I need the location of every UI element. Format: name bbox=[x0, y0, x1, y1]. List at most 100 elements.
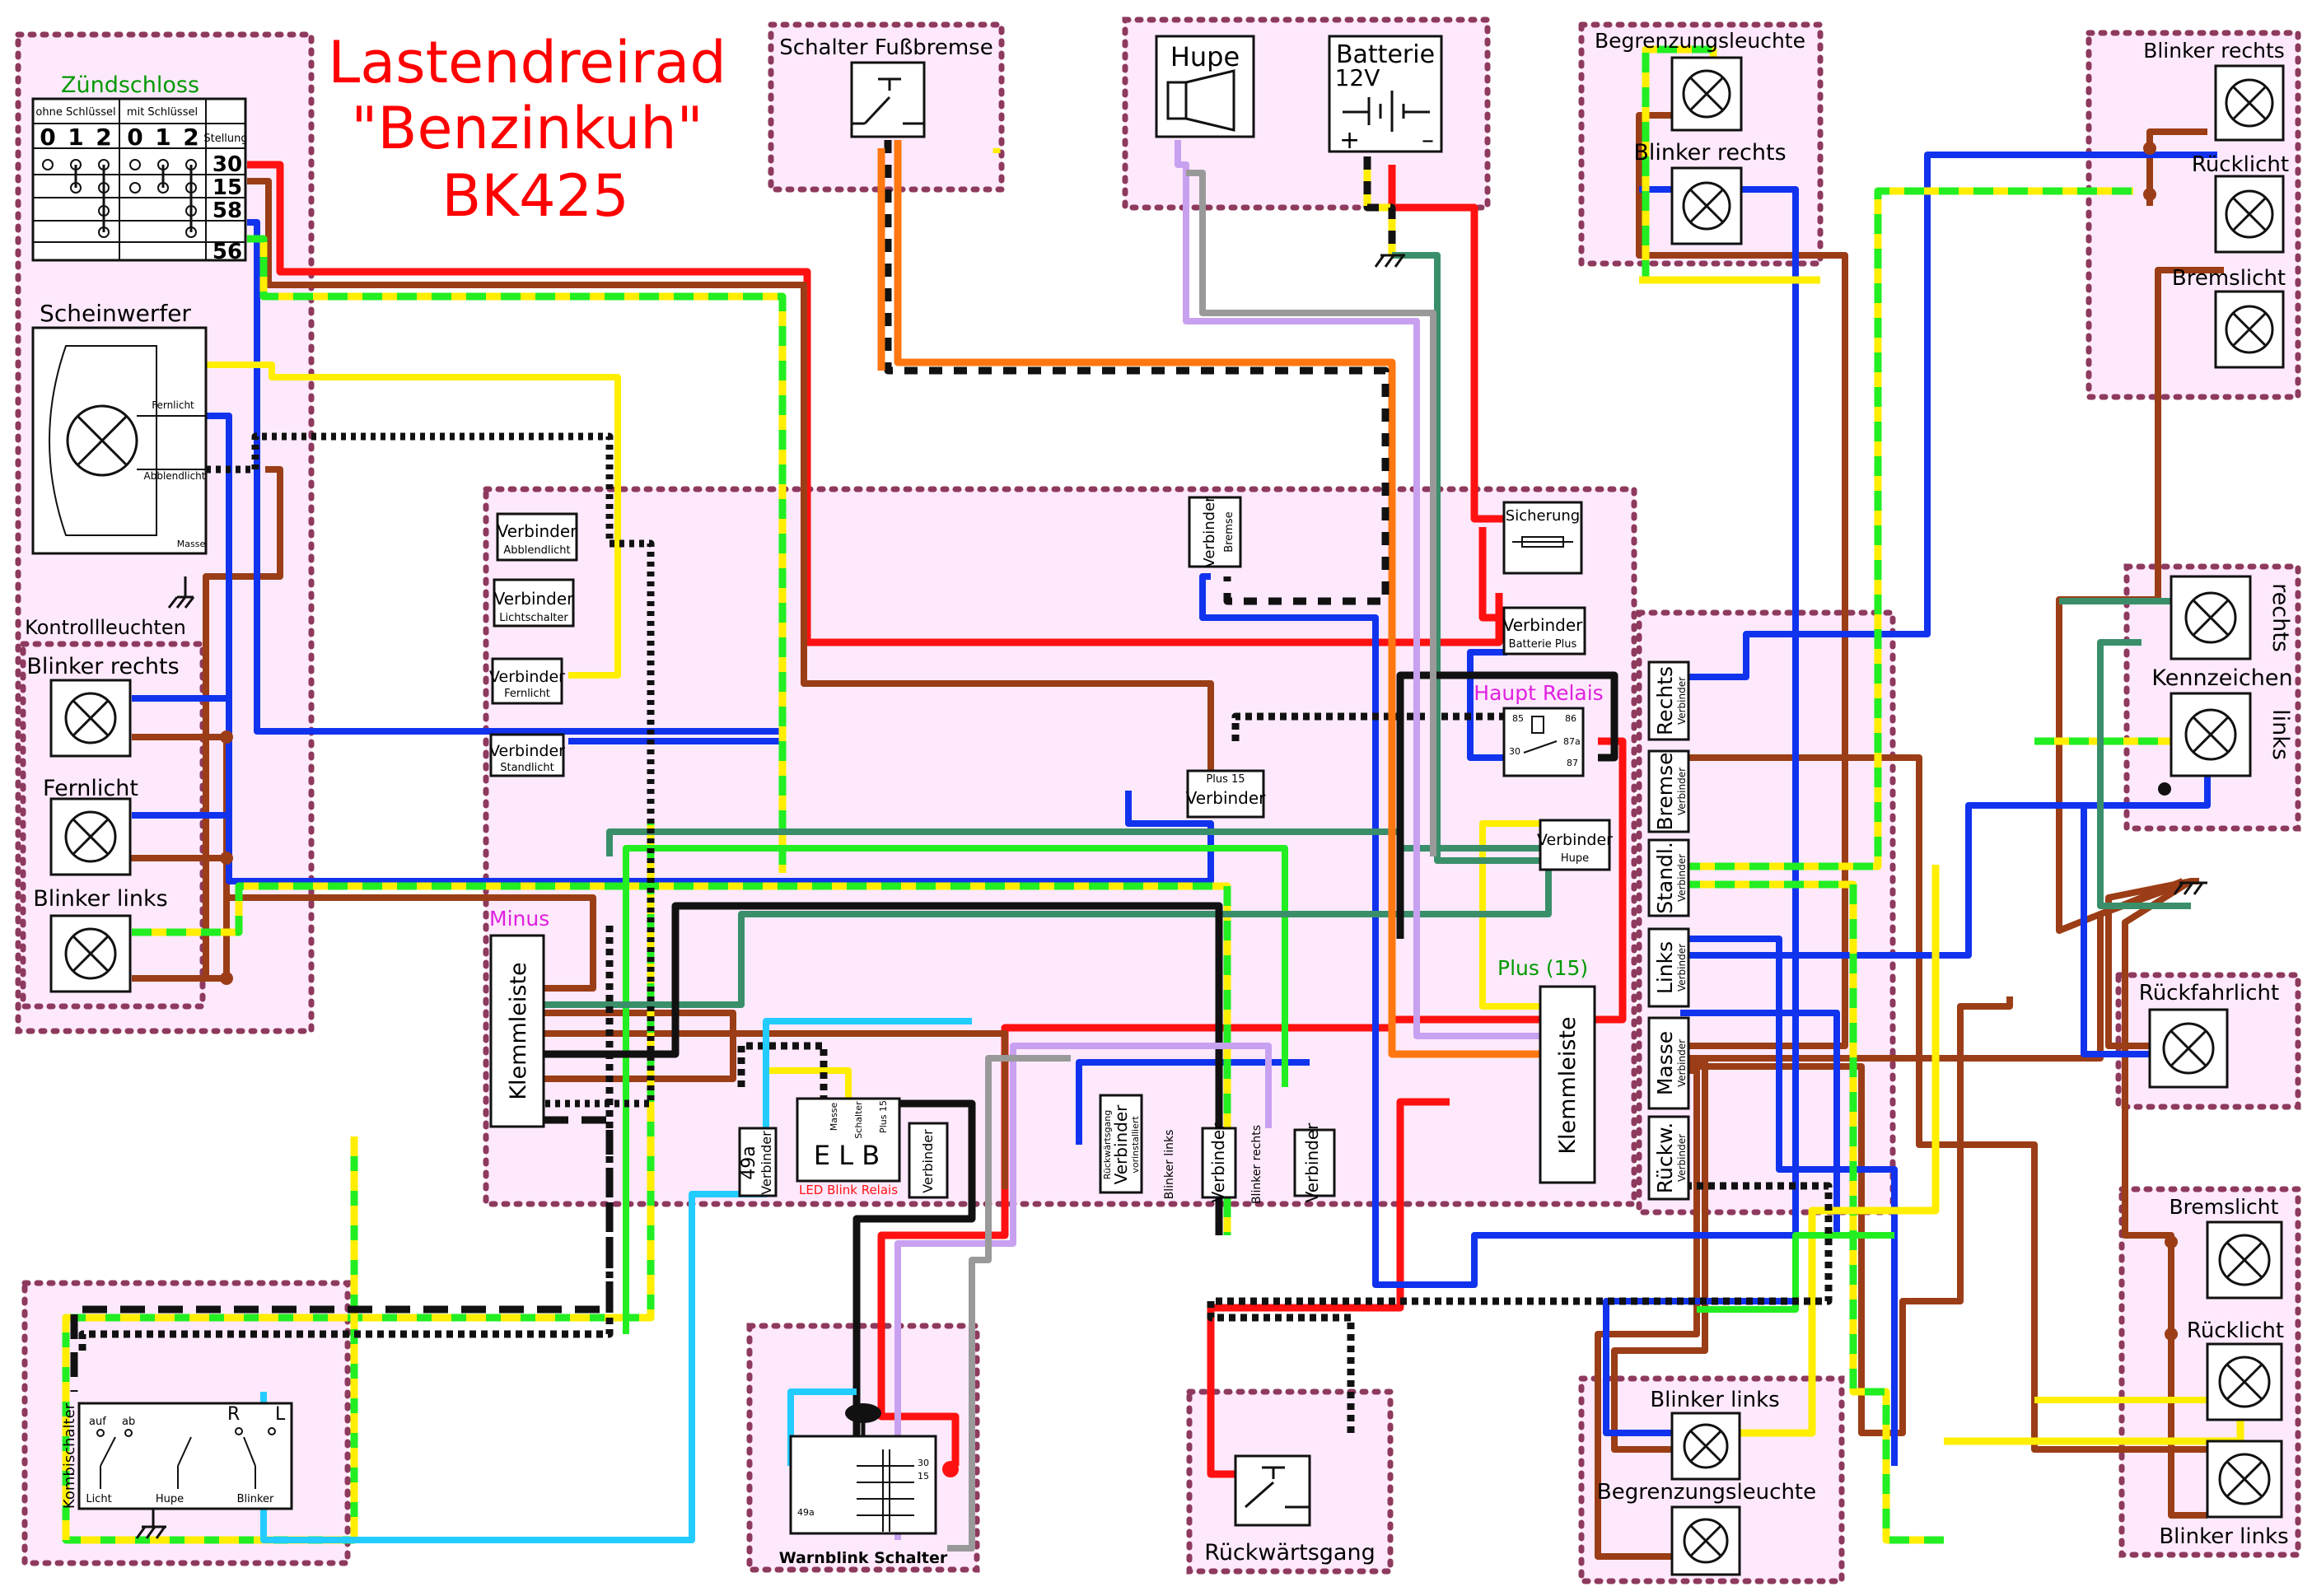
wire-black-hauptrelais bbox=[1396, 671, 1618, 939]
front-left-lamps: Blinker links Begrenzungsleuchte bbox=[1597, 1388, 1816, 1576]
verbinder-rueckwaerts-label: Rückwärtsgang bbox=[1102, 1110, 1113, 1180]
front-left-top-label: Blinker links bbox=[1650, 1388, 1779, 1412]
klemmleiste-left bbox=[489, 934, 545, 1128]
wire-black-brake bbox=[884, 140, 1390, 605]
elb-label: E L B bbox=[814, 1140, 880, 1171]
plus15-label: Plus (15) bbox=[1497, 956, 1588, 980]
hazard-t49a: 49a bbox=[797, 1507, 815, 1518]
wire-grey-horn bbox=[1186, 170, 1436, 856]
ignition-pos-4: 1 bbox=[155, 124, 170, 151]
kontroll-lamp-label-2: Blinker links bbox=[33, 886, 167, 912]
verbinder-plus15-label: Verbinder bbox=[1186, 788, 1267, 808]
headlight-title: Scheinwerfer bbox=[40, 300, 191, 327]
verbinder-fernlicht bbox=[491, 657, 563, 705]
rear-left-b-label: Rücklicht bbox=[2187, 1318, 2284, 1343]
kombi-auf: auf bbox=[89, 1416, 106, 1428]
verbinder-abblend bbox=[496, 512, 578, 562]
ignition-lock: Zündschloss ohne Schlüssel mit Schlüssel… bbox=[31, 72, 248, 264]
haupt-relais-label: Haupt Relais bbox=[1474, 681, 1603, 705]
verbinder-lichtschalter-label: Verbinder bbox=[494, 589, 575, 609]
ignition-pos-2: 2 bbox=[96, 124, 111, 151]
wire-brown-rr2 bbox=[2146, 128, 2207, 206]
ignition-pos-1: 1 bbox=[68, 124, 83, 151]
verbinder-bremse-sub: Bremse bbox=[1223, 511, 1235, 552]
wire-red-hazard bbox=[877, 737, 1627, 1466]
wire-brown-minus bbox=[227, 894, 596, 992]
kombi-l: L bbox=[275, 1404, 286, 1425]
rear-right-a-label: Blinker rechts bbox=[2143, 39, 2285, 63]
headlight-abblend: Abblendlicht bbox=[144, 470, 206, 482]
verbinder-blinker-rechts bbox=[1293, 1128, 1336, 1197]
reverse-switch: Rückwärtsgang bbox=[1204, 1454, 1376, 1566]
rear-left-a-label: Bremslicht bbox=[2170, 1195, 2279, 1219]
klemmleiste-right-label: Klemmleiste bbox=[1555, 1016, 1581, 1154]
wire-brown-begr-left bbox=[1595, 1067, 1700, 1560]
wire-black-49a bbox=[737, 1042, 828, 1112]
rear-connector-standl bbox=[1647, 838, 1690, 917]
hazard-t15: 15 bbox=[918, 1471, 929, 1482]
led-blink-relais bbox=[796, 1097, 901, 1183]
wire-brown-15 bbox=[247, 178, 1214, 774]
rear-connector-links bbox=[1647, 927, 1690, 1008]
relay-pin-85: 85 bbox=[1512, 713, 1524, 724]
verbinder-rueckwaerts bbox=[1099, 1094, 1143, 1194]
horn-battery: Hupe Batterie 12V + – bbox=[1155, 35, 1443, 268]
wire-lilac-hazard bbox=[894, 1043, 1272, 1540]
wire-brown-rueckfahr bbox=[2105, 878, 2192, 1049]
battery-title: Batterie bbox=[1336, 40, 1435, 69]
kombi-licht: Licht bbox=[86, 1493, 111, 1505]
battery-ground-icon bbox=[1374, 254, 1405, 268]
horn-icon bbox=[1166, 81, 1188, 120]
wire-black-kl bbox=[544, 902, 1223, 1235]
wire-red-fuse bbox=[1478, 527, 1507, 622]
kontroll-lamp-label-1: Fernlicht bbox=[43, 776, 138, 801]
rear-connector-rueckw bbox=[1647, 1115, 1690, 1201]
verbinder-bremse bbox=[1188, 496, 1242, 568]
verbinder-49a-sub: Verbinder bbox=[759, 1131, 774, 1195]
wire-brown-front-left bbox=[1611, 1059, 1708, 1453]
hazard-switch-box bbox=[789, 1435, 937, 1535]
verbinder-blinker-links bbox=[1201, 1127, 1237, 1199]
ground-icon bbox=[2173, 881, 2207, 895]
rear-left-lamps: Bremslicht Rücklicht Blinker links bbox=[2159, 1195, 2288, 1549]
verbinder-standlicht-label: Verbinder bbox=[489, 742, 565, 760]
verbinder-standlicht-sub: Standlicht bbox=[500, 762, 554, 774]
kontroll-lamp-label-0: Blinker rechts bbox=[26, 654, 179, 679]
rear-connector-masse-label: Masse bbox=[1653, 1031, 1677, 1095]
relay-pin-86: 86 bbox=[1565, 713, 1576, 724]
wire-g-kontroll bbox=[132, 882, 1231, 1235]
battery-icon bbox=[1343, 91, 1430, 132]
kennzeichen-lamps: rechts Kennzeichen links bbox=[2151, 575, 2293, 895]
wire-brown-kl3 bbox=[544, 1030, 1008, 1189]
ignition-col-left: ohne Schlüssel bbox=[35, 106, 115, 119]
verbinder-blinker-rechts-sub: Blinker rechts bbox=[1250, 1125, 1263, 1204]
wire-g-begr bbox=[1642, 45, 1713, 280]
verbinder-batterie bbox=[1502, 606, 1586, 656]
wire-g3 bbox=[1697, 1232, 1894, 1313]
verbinder-abblend-sub: Abblendlicht bbox=[503, 544, 570, 557]
horn-title: Hupe bbox=[1170, 41, 1240, 72]
rear-connector-bremse-label: Bremse bbox=[1653, 752, 1677, 830]
kontroll-lamps: Kontrollleuchten Blinker rechts Fernlich… bbox=[25, 616, 233, 993]
front-right-top-label: Begrenzungsleuchte bbox=[1595, 29, 1805, 53]
wire-black-dash-kombi bbox=[70, 1116, 614, 1392]
headlight-masse: Masse bbox=[177, 539, 206, 549]
wire-red-30 bbox=[247, 161, 1503, 646]
ignition-pos-3: 0 bbox=[127, 124, 142, 151]
rear-connector-rechts-sub: Verbinder bbox=[1676, 677, 1688, 725]
ignition-terminal-15: 15 bbox=[213, 175, 242, 200]
verbinder-rueckwaerts-main: Verbinder bbox=[1111, 1104, 1131, 1185]
wire-grey-hazard bbox=[947, 1055, 1071, 1552]
wire-teal-knz2 bbox=[2097, 639, 2191, 909]
wire-blue-bremse bbox=[1199, 573, 1840, 1288]
verbinder-fernlicht-sub: Fernlicht bbox=[504, 688, 550, 700]
title-block: Lastendreirad "Benzinkuh" BK425 bbox=[328, 29, 726, 230]
verbinder-plus15 bbox=[1186, 769, 1265, 819]
verbinder-blinker-rechts-label: Verbinder bbox=[1302, 1122, 1322, 1203]
wire-blue-links bbox=[1680, 936, 1898, 1466]
rear-connector-masse bbox=[1647, 1016, 1690, 1110]
title-line3: BK425 bbox=[441, 162, 629, 230]
wire-blue-relay bbox=[1467, 649, 1507, 761]
center-connectors: Verbinder Abblendlicht Verbinder Lichtsc… bbox=[489, 496, 1613, 1204]
battery-minus: – bbox=[1422, 126, 1434, 155]
